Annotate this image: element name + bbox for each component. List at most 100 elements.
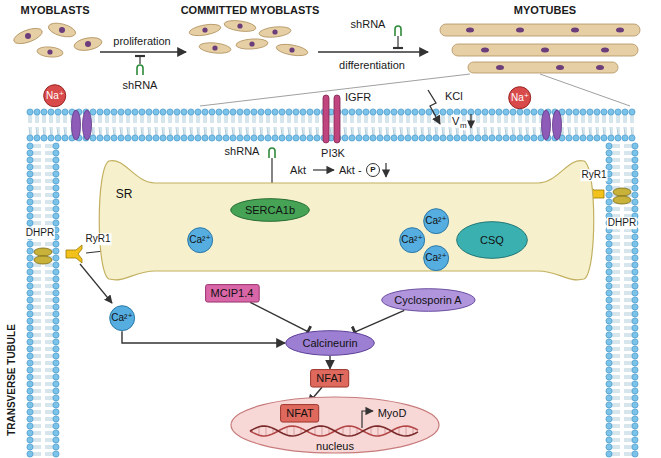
- lipid-tail: [624, 329, 632, 330]
- lipid-tail: [262, 115, 263, 123]
- lipid-tail: [45, 187, 53, 188]
- lipid-head: [307, 109, 313, 115]
- lipid-tail: [227, 127, 228, 135]
- lipid-head: [125, 109, 131, 115]
- lipid-tail: [624, 273, 632, 274]
- lipid-head: [606, 325, 612, 331]
- lipid-tail: [612, 278, 620, 279]
- lipid-tail: [45, 210, 53, 211]
- lipid-tail: [421, 127, 422, 135]
- lipid-tail: [612, 336, 620, 337]
- lipid-head: [606, 206, 612, 212]
- lipid-tail: [505, 115, 506, 123]
- lipid-head: [606, 360, 612, 366]
- lipid-tail: [33, 411, 41, 412]
- lipid-head: [384, 135, 390, 141]
- lipid-tail: [38, 127, 39, 135]
- lipid-tail: [624, 343, 632, 344]
- lipid-head: [606, 367, 612, 373]
- node-text: CSQ: [480, 234, 504, 247]
- lipid-tail: [612, 280, 620, 281]
- lipid-head: [258, 109, 264, 115]
- lipid-head: [524, 135, 530, 141]
- node-text: Ca²⁺: [425, 215, 446, 227]
- lipid-head: [580, 109, 586, 115]
- node-text: nucleus: [316, 440, 354, 453]
- lipid-tail: [612, 292, 620, 293]
- lipid-tail: [134, 115, 135, 123]
- lipid-tail: [633, 115, 634, 123]
- lipid-tail: [624, 453, 632, 454]
- lipid-head: [27, 192, 33, 198]
- lipid-head: [632, 262, 638, 268]
- lipid-head: [632, 381, 638, 387]
- lipid-tail: [584, 127, 585, 135]
- lipid-tail: [120, 127, 121, 135]
- lipid-head: [139, 135, 145, 141]
- lipid-tail: [33, 448, 41, 449]
- lipid-head: [606, 248, 612, 254]
- lipid-tail: [612, 376, 620, 377]
- lipid-tail: [33, 446, 41, 447]
- lipid-tail: [619, 115, 620, 123]
- lipid-tail: [45, 397, 53, 398]
- lipid-head: [632, 416, 638, 422]
- lipid-head: [594, 135, 600, 141]
- lipid-head: [632, 283, 638, 289]
- lipid-head: [475, 109, 481, 115]
- lipid-tail: [199, 127, 200, 135]
- lipid-head: [90, 135, 96, 141]
- lipid-tail: [512, 115, 513, 123]
- lipid-tail: [45, 441, 53, 442]
- lipid-tail: [612, 168, 620, 169]
- lipid-tail: [33, 201, 41, 202]
- lipid-tail: [253, 115, 254, 123]
- lipid-tail: [33, 180, 41, 181]
- lipid-tail: [598, 127, 599, 135]
- lipid-tail: [612, 299, 620, 300]
- lipid-tail: [344, 115, 345, 123]
- lipid-tail: [33, 439, 41, 440]
- lipid-tail: [45, 336, 53, 337]
- lipid-head: [454, 135, 460, 141]
- lipid-tail: [45, 217, 53, 218]
- lipid-head: [489, 109, 495, 115]
- lipid-tail: [45, 383, 53, 384]
- lipid-head: [209, 109, 215, 115]
- ellipse-node: Calcineurin: [285, 330, 375, 356]
- lipid-head: [594, 109, 600, 115]
- lipid-tail: [33, 348, 41, 349]
- lipid-head: [606, 395, 612, 401]
- lipid-head: [314, 109, 320, 115]
- circle-node: Ca²⁺: [187, 227, 213, 253]
- lipid-tail: [612, 187, 620, 188]
- lipid-tail: [612, 236, 620, 237]
- lipid-tail: [612, 448, 620, 449]
- lipid-tail: [624, 322, 632, 323]
- lipid-head: [27, 402, 33, 408]
- lipid-tail: [234, 127, 235, 135]
- lipid-head: [181, 135, 187, 141]
- lipid-tail: [45, 161, 53, 162]
- lipid-head: [27, 109, 33, 115]
- lipid-head: [398, 135, 404, 141]
- node-text: Cyclosporin A: [394, 294, 461, 307]
- lipid-tail: [624, 432, 632, 433]
- lipid-tail: [624, 292, 632, 293]
- lipid-tail: [330, 115, 331, 123]
- lipid-head: [632, 248, 638, 254]
- lipid-head: [27, 220, 33, 226]
- lipid-tail: [33, 404, 41, 405]
- lipid-tail: [45, 334, 53, 335]
- lipid-head: [55, 135, 61, 141]
- lipid-tail: [612, 369, 620, 370]
- lipid-head: [606, 388, 612, 394]
- lipid-tail: [624, 154, 632, 155]
- lipid-head: [286, 109, 292, 115]
- lipid-tail: [470, 115, 471, 123]
- lipid-head: [53, 150, 59, 156]
- lipid-tail: [519, 115, 520, 123]
- lipid-tail: [624, 152, 632, 153]
- lipid-tail: [33, 194, 41, 195]
- lipid-tail: [148, 115, 149, 123]
